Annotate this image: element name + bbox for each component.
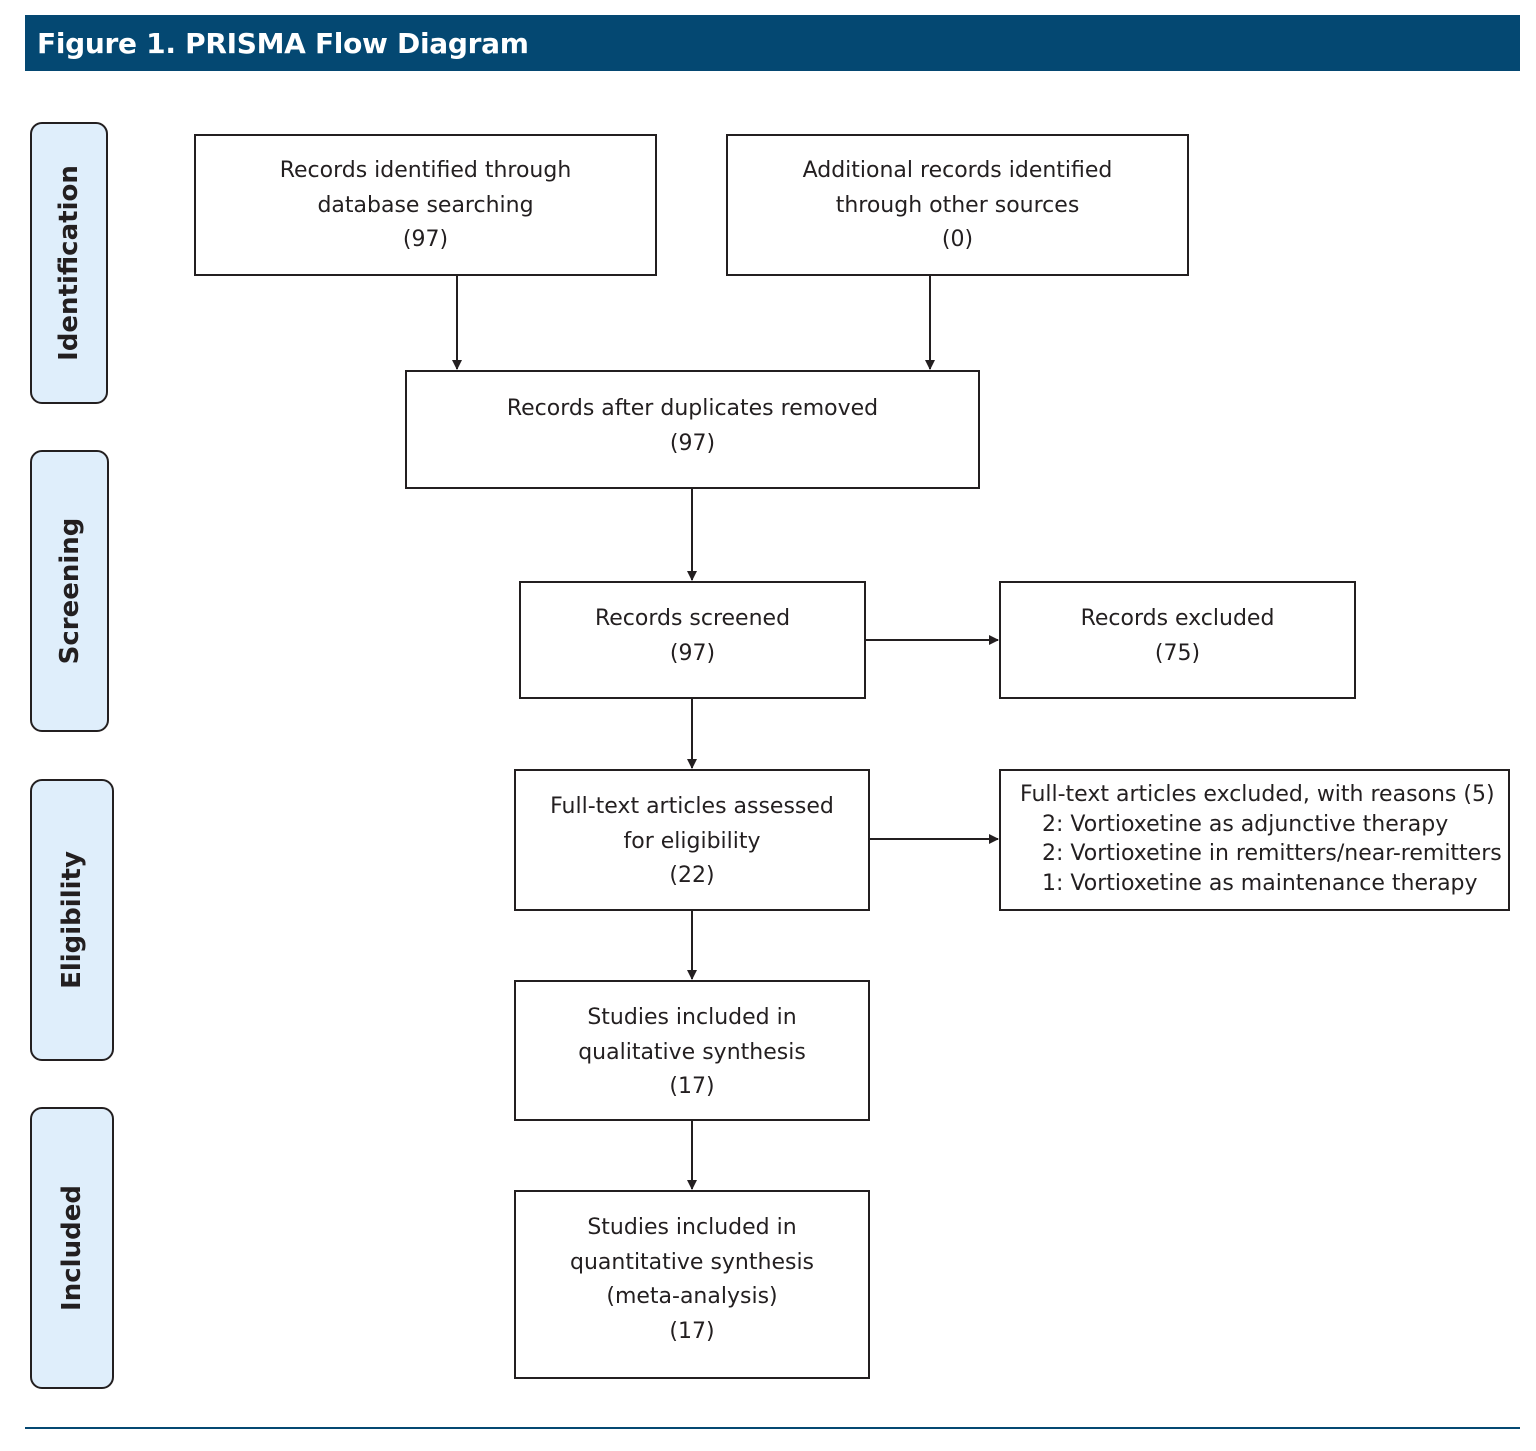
box-count: (0) bbox=[941, 227, 974, 252]
box-line: database searching bbox=[317, 192, 534, 218]
box-duplicates-removed: Records after duplicates removed (97) bbox=[405, 370, 980, 489]
box-line: through other sources bbox=[835, 192, 1080, 218]
box-count: (97) bbox=[402, 227, 449, 252]
phase-included: Included bbox=[30, 1107, 114, 1389]
box-line: Full-text articles assessed bbox=[550, 794, 834, 819]
box-count: (17) bbox=[669, 1318, 715, 1344]
box-fulltext-excluded: Full-text articles excluded, with reason… bbox=[999, 769, 1510, 911]
box-line: Additional records identified bbox=[802, 158, 1113, 183]
box-records-excluded: Records excluded (75) bbox=[999, 581, 1356, 699]
exclusion-reason: 1: Vortioxetine as maintenance therapy bbox=[1042, 870, 1478, 896]
box-count: (22) bbox=[669, 863, 715, 888]
box-line: quantitative synthesis bbox=[569, 1249, 815, 1275]
phase-eligibility: Eligibility bbox=[30, 779, 114, 1061]
box-line: for eligibility bbox=[623, 828, 761, 854]
box-quantitative-synthesis: Studies included in quantitative synthes… bbox=[514, 1190, 870, 1379]
figure-title: Figure 1. PRISMA Flow Diagram bbox=[37, 26, 529, 60]
box-other-sources: Additional records identified through ot… bbox=[726, 134, 1189, 276]
figure-title-bar: Figure 1. PRISMA Flow Diagram bbox=[25, 15, 1520, 71]
footer-divider bbox=[25, 1427, 1520, 1429]
box-fulltext-assessed: Full-text articles assessed for eligibil… bbox=[514, 769, 870, 911]
box-line: Records after duplicates removed bbox=[506, 396, 879, 421]
box-line: qualitative synthesis bbox=[578, 1039, 806, 1065]
box-count: (97) bbox=[669, 640, 716, 666]
box-line: Records identified through bbox=[279, 158, 572, 183]
exclusion-header: Full-text articles excluded, with reason… bbox=[1020, 782, 1495, 807]
box-qualitative-synthesis: Studies included in qualitative synthesi… bbox=[514, 980, 870, 1121]
box-line: Studies included in bbox=[587, 1215, 797, 1240]
phase-screening: Screening bbox=[30, 450, 109, 732]
exclusion-reason: 2: Vortioxetine as adjunctive therapy bbox=[1042, 811, 1449, 837]
box-line: Records screened bbox=[594, 606, 791, 631]
box-count: (17) bbox=[669, 1074, 715, 1099]
box-line: (meta-analysis) bbox=[606, 1284, 778, 1309]
box-line: Studies included in bbox=[587, 1005, 797, 1030]
phase-identification: Identification bbox=[30, 122, 108, 404]
box-count: (97) bbox=[669, 430, 716, 456]
box-count: (75) bbox=[1154, 640, 1201, 666]
box-records-screened: Records screened (97) bbox=[519, 581, 866, 699]
box-line: Records excluded bbox=[1080, 606, 1275, 631]
box-database-records: Records identified through database sear… bbox=[194, 134, 657, 276]
exclusion-reason: 2: Vortioxetine in remitters/near-remitt… bbox=[1042, 841, 1502, 866]
